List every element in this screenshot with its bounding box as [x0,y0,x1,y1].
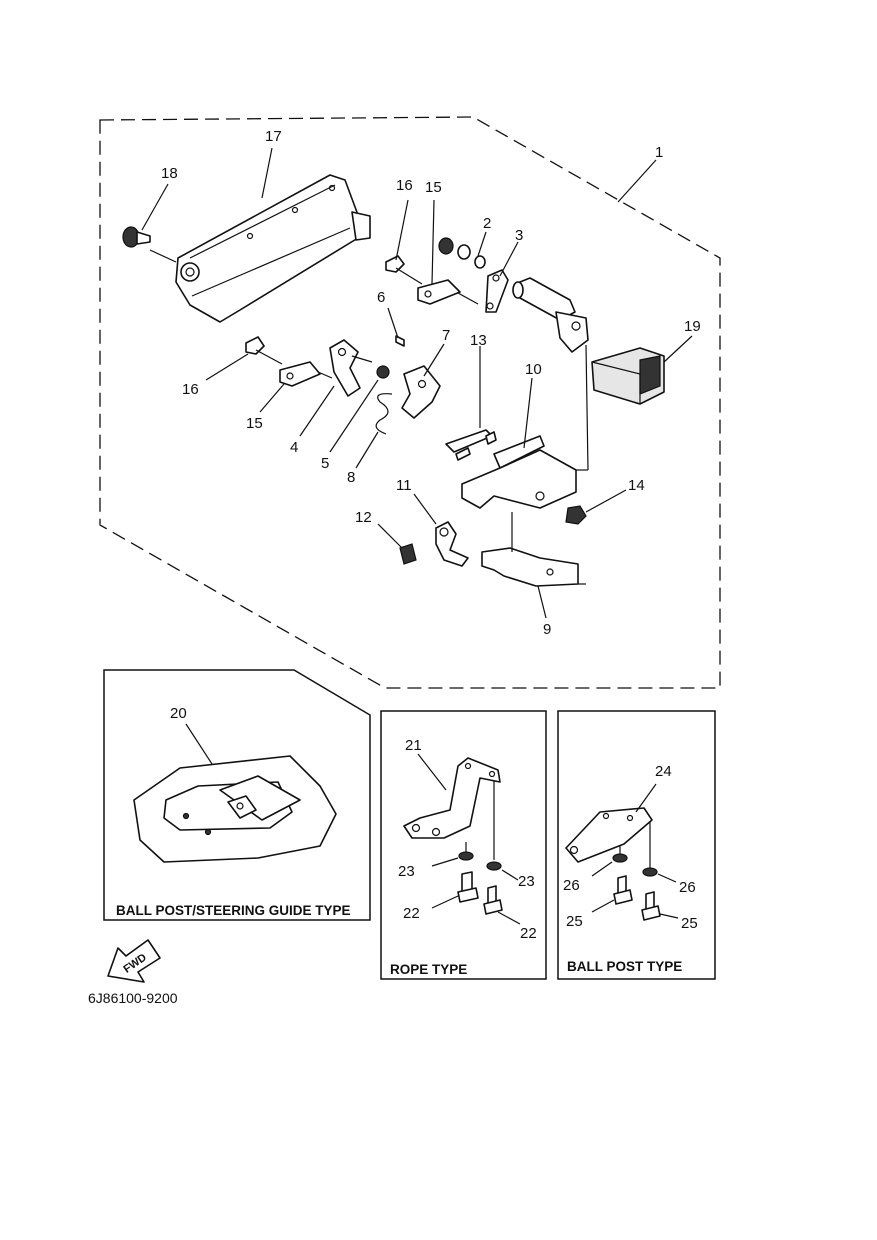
part-15-joint-lower [279,361,333,387]
part-7-bellcrank [401,365,441,419]
part-16-clip-upper [385,255,423,285]
callout-26-right: 26 [679,879,696,896]
callout-25-left: 25 [566,913,583,930]
callout-12: 12 [355,509,372,526]
part-18-knob [122,226,177,263]
callout-23-left: 23 [398,863,415,880]
callout-17: 17 [265,128,282,145]
callout-7: 7 [442,327,450,344]
callout-26-left: 26 [563,877,580,894]
callout-11: 11 [396,477,412,494]
part-16-clip-lower [245,336,283,365]
leader-lines-ball-post [591,861,679,919]
rope-type-box [380,710,547,980]
callout-5: 5 [321,455,329,472]
ball-post-type-box [557,710,716,980]
part-2-nut-washer [438,237,486,269]
fwd-arrow-icon: FWD [107,939,161,983]
callout-18: 18 [161,165,178,182]
callout-9: 9 [543,621,551,638]
caption-ball-post-steering: BALL POST/STEERING GUIDE TYPE [116,903,351,918]
callout-labels: 1 2 3 4 5 6 7 8 9 10 11 12 13 14 15 15 1… [161,128,701,942]
part-9-bracket [481,512,586,587]
part-5-washer [376,365,390,379]
part-10-bracket [461,435,588,509]
callout-19: 19 [684,318,701,335]
ball-post-steering-box [103,669,371,921]
part-8-spring [375,393,393,435]
part-3-lever [485,269,509,313]
part-4-link-arm [329,339,373,397]
leader-lines-rope [431,857,521,925]
callout-25-right: 25 [681,915,698,932]
callout-24: 24 [655,763,672,780]
part-17-cover [175,174,371,323]
part-23-washers-rope [458,851,502,871]
part-6-pin [395,335,405,347]
callout-3: 3 [515,227,523,244]
throttle-shaft [512,277,589,471]
leader-lines [141,147,693,619]
part-13-ubolt [445,429,497,461]
document-code: 6J86100-9200 [88,990,178,1006]
callout-1: 1 [655,144,663,161]
callout-14: 14 [628,477,645,494]
part-24-ball-post-bracket [565,783,657,868]
part-14-nut [565,505,587,525]
part-12-pin [399,543,417,565]
callout-16-upper: 16 [396,177,413,194]
callout-6: 6 [377,289,385,306]
callout-13: 13 [470,332,487,349]
callout-15-lower: 15 [246,415,263,432]
callout-23-right: 23 [518,873,535,890]
callout-15-upper: 15 [425,179,442,196]
part-20-steering-guide [133,723,337,863]
part-22-bolts-rope [457,871,503,915]
part-15-joint-upper [417,279,479,305]
callout-20: 20 [170,705,187,722]
part-26-washers [612,853,658,877]
part-19-switch [591,347,665,405]
part-11-lever [435,521,469,567]
callout-22-right: 22 [520,925,537,942]
caption-rope-type: ROPE TYPE [390,962,467,977]
callout-21: 21 [405,737,422,754]
callout-2: 2 [483,215,491,232]
callout-10: 10 [525,361,542,378]
part-25-bolts [613,875,661,921]
callout-8: 8 [347,469,355,486]
part-21-rope-bracket [403,753,501,860]
callout-4: 4 [290,439,298,456]
callout-22-left: 22 [403,905,420,922]
assembly-boundary [99,116,721,689]
callout-16-lower: 16 [182,381,199,398]
caption-ball-post-type: BALL POST TYPE [567,959,682,974]
